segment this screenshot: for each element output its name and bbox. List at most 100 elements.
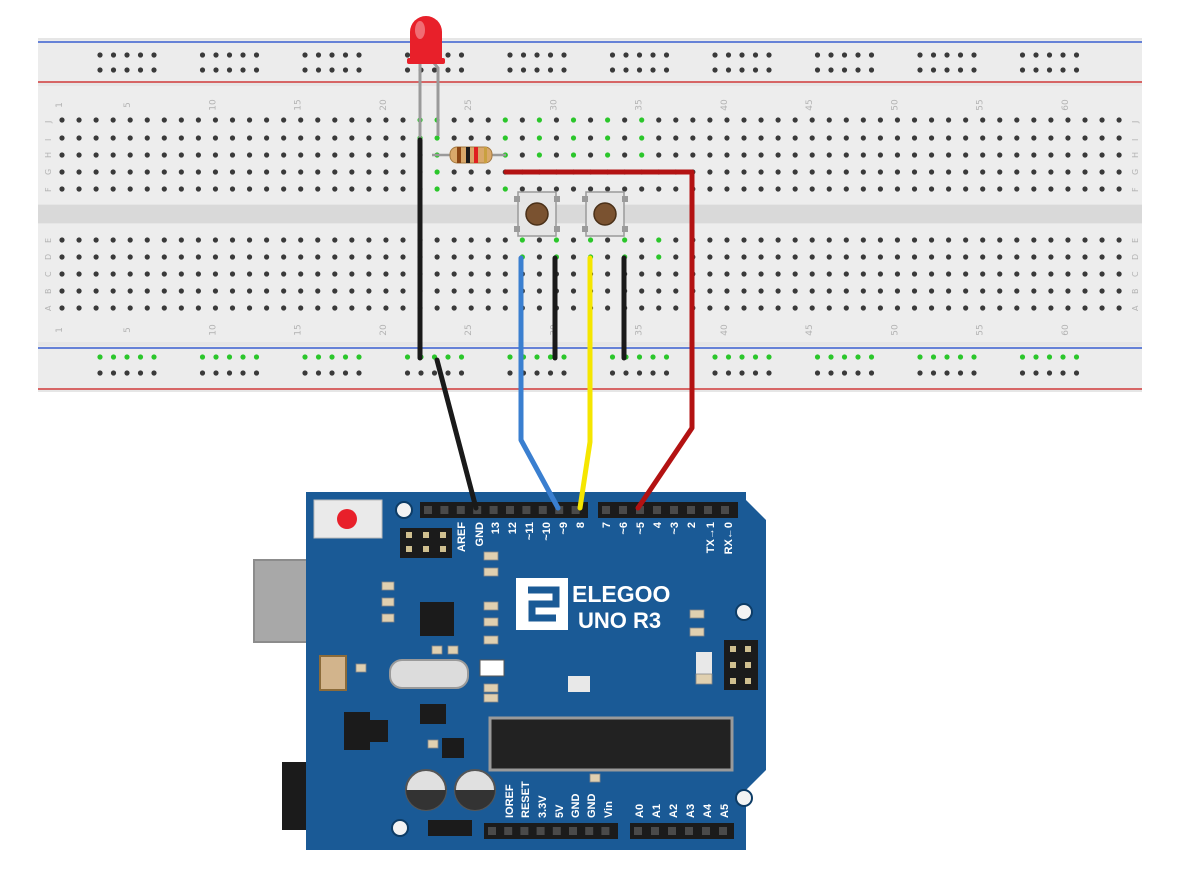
breadboard-hole xyxy=(349,186,355,192)
column-number: 60 xyxy=(1061,324,1071,336)
breadboard-hole xyxy=(383,271,389,277)
breadboard-hole xyxy=(911,288,918,294)
breadboard-hole xyxy=(639,135,645,141)
breadboard-hole xyxy=(911,305,918,311)
rail-hole xyxy=(253,52,260,58)
breadboard-hole xyxy=(758,254,764,260)
reset-button-cap[interactable] xyxy=(337,509,357,529)
column-number: 60 xyxy=(1061,99,1071,111)
breadboard-hole xyxy=(826,254,832,260)
breadboard-hole xyxy=(605,237,611,243)
breadboard-hole xyxy=(826,117,832,123)
breadboard-hole xyxy=(536,117,543,123)
rail-hole xyxy=(97,370,103,376)
top-terminal-strip xyxy=(38,86,1142,204)
rail-hole xyxy=(507,370,513,376)
breadboard-hole xyxy=(1116,135,1122,141)
header-pin xyxy=(440,506,449,514)
breadboard-hole xyxy=(758,135,764,141)
breadboard-hole xyxy=(826,169,832,175)
breadboard-hole xyxy=(928,117,935,123)
breadboard-hole xyxy=(963,237,969,243)
breadboard-hole xyxy=(980,117,986,123)
push-button-1[interactable] xyxy=(514,191,560,237)
rail-hole xyxy=(213,67,219,73)
breadboard-hole xyxy=(673,186,679,192)
breadboard-hole xyxy=(570,135,577,141)
breadboard-hole xyxy=(1048,169,1054,175)
breadboard-hole xyxy=(127,254,133,260)
black-wire-rail-to-gnd xyxy=(434,357,479,511)
breadboard-hole xyxy=(690,135,696,141)
breadboard-hole xyxy=(212,135,219,141)
pin-label-d10: ~10 xyxy=(541,522,553,541)
breadboard-hole xyxy=(264,237,270,243)
breadboard-hole xyxy=(639,254,645,260)
breadboard-hole xyxy=(570,288,577,294)
rail-hole xyxy=(520,67,527,73)
smd-component xyxy=(695,673,713,685)
breadboard-hole xyxy=(1031,169,1037,175)
breadboard-hole xyxy=(161,117,167,123)
breadboard-hole xyxy=(946,135,952,141)
rail-hole xyxy=(855,354,861,360)
breadboard-hole xyxy=(673,135,679,141)
breadboard-hole xyxy=(707,169,713,175)
rail-hole xyxy=(814,52,821,58)
rail-hole xyxy=(609,354,616,360)
rail-hole xyxy=(253,354,260,360)
breadboard-hole xyxy=(690,152,696,158)
rail-hole xyxy=(650,52,656,58)
rail-hole xyxy=(458,67,465,73)
breadboard-hole xyxy=(775,135,781,141)
breadboard-hole xyxy=(298,117,304,123)
breadboard-hole xyxy=(59,288,65,294)
breadboard-hole xyxy=(1031,152,1037,158)
breadboard-hole xyxy=(877,254,884,260)
smd-component xyxy=(381,613,395,623)
breadboard-hole xyxy=(741,237,747,243)
breadboard-hole xyxy=(468,305,474,311)
breadboard-hole xyxy=(1099,254,1105,260)
breadboard-hole xyxy=(1048,288,1054,294)
breadboard-hole xyxy=(383,254,389,260)
breadboard-hole xyxy=(127,271,133,277)
rail-hole xyxy=(302,370,308,376)
pin-label-v5: 5V xyxy=(554,804,566,818)
breadboard-hole xyxy=(281,305,287,311)
breadboard-hole xyxy=(843,117,849,123)
breadboard-hole xyxy=(860,152,866,158)
breadboard-hole xyxy=(809,237,815,243)
breadboard-hole xyxy=(894,186,901,192)
breadboard-hole xyxy=(59,237,65,243)
rail-hole xyxy=(404,67,411,73)
rail-hole xyxy=(663,370,670,376)
rail-hole xyxy=(1060,52,1066,58)
breadboard-hole xyxy=(366,237,372,243)
breadboard-hole xyxy=(843,237,849,243)
breadboard-hole xyxy=(997,254,1003,260)
breadboard-hole xyxy=(451,135,457,141)
breadboard-hole xyxy=(264,135,270,141)
breadboard-hole xyxy=(826,237,832,243)
breadboard-hole xyxy=(229,237,236,243)
breadboard-hole xyxy=(1082,254,1088,260)
breadboard-hole xyxy=(792,117,798,123)
rail-hole xyxy=(356,52,362,58)
breadboard-hole xyxy=(928,271,935,277)
breadboard-hole xyxy=(1048,305,1054,311)
breadboard-hole xyxy=(570,237,577,243)
breadboard-hole xyxy=(93,186,99,192)
rail-hole xyxy=(917,52,923,58)
row-letter: I xyxy=(44,139,53,141)
breadboard-hole xyxy=(673,152,679,158)
breadboard-hole xyxy=(809,305,815,311)
breadboard-hole xyxy=(1048,271,1054,277)
breadboard-hole xyxy=(178,254,184,260)
rail-hole xyxy=(124,354,130,360)
breadboard-hole xyxy=(826,288,832,294)
push-button-2[interactable] xyxy=(582,191,628,237)
breadboard-hole xyxy=(622,152,628,158)
breadboard-hole xyxy=(195,237,201,243)
breadboard-hole xyxy=(980,288,986,294)
